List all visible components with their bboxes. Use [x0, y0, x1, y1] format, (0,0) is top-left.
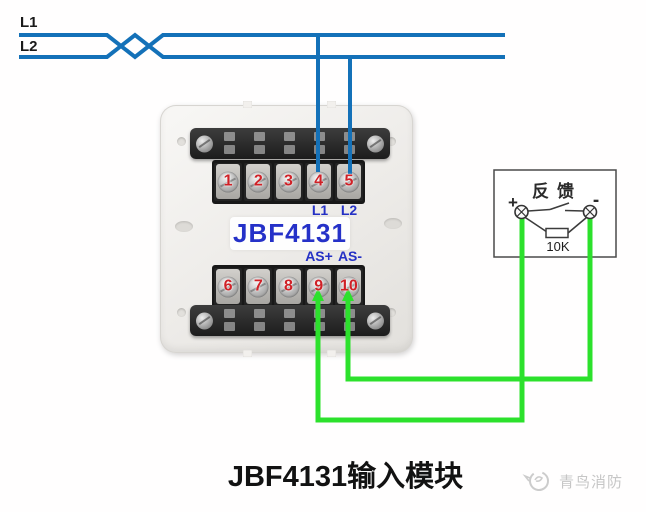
terminal-number: 4 — [314, 172, 324, 190]
diagram-title: JBF4131输入模块 — [227, 461, 464, 493]
contact-pair — [254, 309, 265, 318]
terminal-number: 7 — [253, 277, 263, 295]
feedback-minus-terminal-icon — [582, 204, 598, 220]
mounting-hole — [387, 137, 396, 146]
terminal-screw-icon — [308, 171, 330, 193]
module-clip — [243, 101, 252, 108]
brand-watermark: 青鸟消防 — [522, 468, 623, 494]
contact-pair — [344, 309, 355, 318]
module-clip — [327, 101, 336, 108]
terminal-2: 2 — [244, 163, 273, 201]
terminal-number: 5 — [344, 172, 354, 190]
terminal-number: 8 — [284, 277, 293, 295]
contact-pair — [344, 132, 355, 141]
module-clip — [243, 350, 252, 357]
terminal-number: 6 — [223, 277, 233, 295]
resistor-symbol — [545, 227, 569, 239]
bird-logo-icon — [522, 471, 549, 491]
terminal-screw-icon — [217, 171, 239, 193]
contact-pair — [224, 132, 235, 141]
terminal-screw-icon — [278, 171, 299, 193]
terminal-number: 2 — [253, 172, 263, 190]
terminal-number: 9 — [314, 277, 324, 295]
contact-pair — [254, 132, 265, 141]
terminal10-as-minus-label: AS- — [337, 248, 363, 264]
terminal-3: 3 — [274, 163, 303, 201]
contact-pair — [284, 132, 295, 141]
screw-icon — [196, 135, 213, 152]
feedback-plus-terminal-icon — [514, 204, 529, 220]
feedback-minus-label: - — [593, 190, 599, 211]
feedback-device-box — [493, 169, 617, 258]
side-slot — [384, 218, 402, 229]
mounting-hole — [177, 137, 186, 146]
terminal5-l2-label: L2 — [340, 202, 358, 218]
terminal-number: 10 — [340, 277, 358, 295]
resistor-value-label: 10K — [546, 239, 569, 254]
contact-pair — [314, 132, 325, 141]
terminal-number: 1 — [223, 172, 233, 190]
feedback-title: 反馈 — [532, 181, 582, 201]
terminal-10: 10 — [334, 268, 364, 306]
resistor-lead-left — [524, 216, 548, 233]
contact-pair — [284, 309, 295, 318]
terminal-screw-icon — [247, 171, 269, 193]
terminal-screw-icon — [217, 276, 239, 298]
screw-icon — [196, 312, 213, 329]
brand-watermark-text: 青鸟消防 — [559, 473, 624, 491]
switch-blade — [549, 202, 570, 211]
resistor-lead-right — [567, 216, 588, 234]
input-module-photo: 1 2 3 4 5 L1 L2 JBF4131 AS+ AS- 6 7 8 9 … — [160, 101, 413, 357]
terminal-8: 8 — [274, 268, 303, 306]
l2-bus-wire — [19, 32, 505, 59]
terminal-block-bottom: 6 7 8 9 10 — [212, 265, 365, 309]
terminal-number: 3 — [284, 172, 293, 190]
terminal-screw-icon — [338, 171, 360, 193]
screw-icon — [367, 135, 384, 152]
terminal-screw-icon — [278, 276, 299, 298]
terminal-block-top: 1 2 3 4 5 — [212, 160, 365, 204]
terminal-5: 5 — [334, 163, 364, 201]
terminal4-l1-label: L1 — [311, 202, 329, 218]
terminal-1: 1 — [214, 163, 243, 201]
switch-lead-left — [527, 208, 551, 212]
terminal-6: 6 — [214, 268, 243, 306]
module-clip — [327, 350, 336, 357]
mounting-hole — [177, 308, 186, 317]
screw-icon — [367, 312, 384, 329]
l1-bus-wire — [19, 33, 505, 60]
contact-pair — [314, 309, 325, 318]
contact-pair — [224, 309, 235, 318]
side-slot — [175, 221, 193, 232]
switch-lead-right — [564, 209, 585, 212]
bus-l2-label: L2 — [20, 38, 38, 55]
terminal-screw-icon — [247, 276, 269, 298]
terminal-9: 9 — [304, 268, 333, 306]
terminal-7: 7 — [244, 268, 273, 306]
model-sticker: JBF4131 — [230, 217, 350, 250]
terminal-bar-top — [190, 128, 390, 159]
feedback-plus-label: + — [508, 193, 518, 212]
bus-l1-label: L1 — [20, 14, 38, 31]
model-label: JBF4131 — [233, 218, 347, 248]
terminal-bar-bottom — [190, 305, 390, 336]
terminal-4: 4 — [304, 163, 333, 201]
